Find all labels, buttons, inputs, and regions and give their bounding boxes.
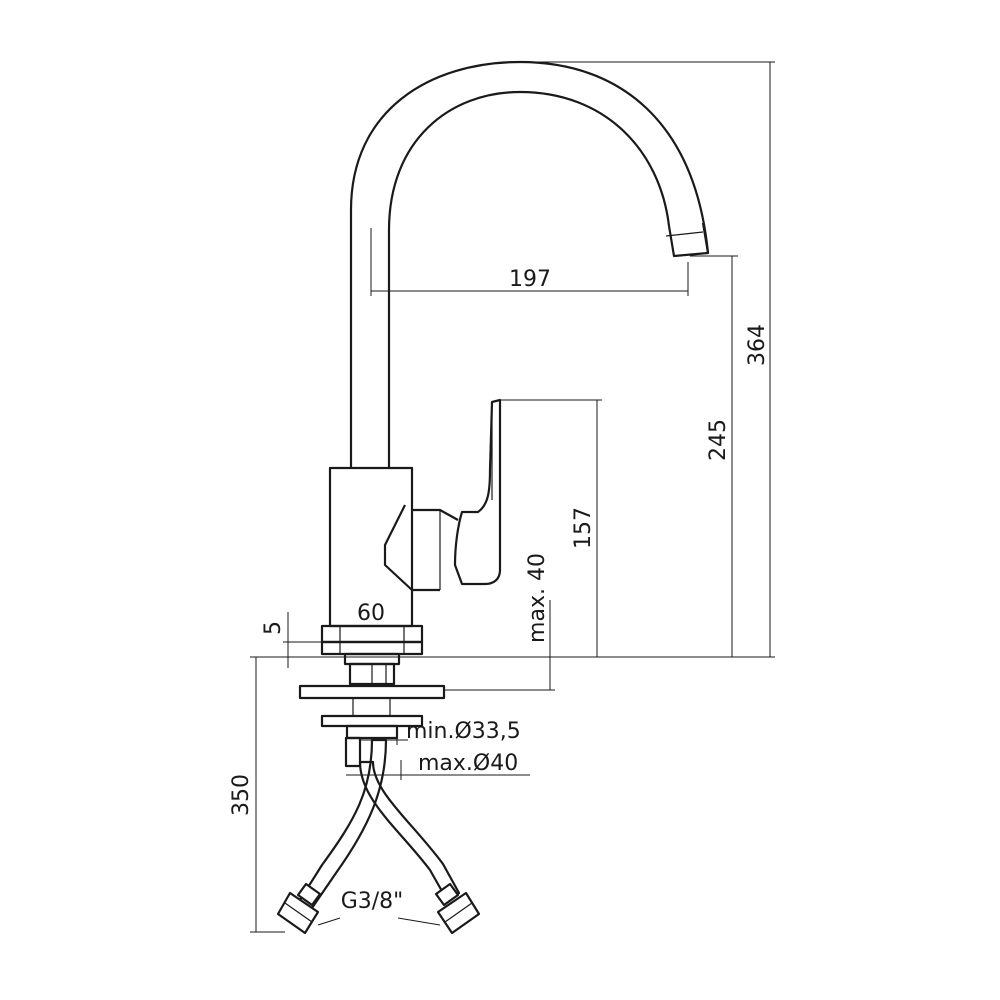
hose-length-label: 350 — [229, 774, 254, 816]
total-height-label: 364 — [745, 324, 770, 366]
dimension-labels: 197 364 245 157 max. 40 5 60 min.Ø33,5 m… — [229, 267, 770, 914]
base-flange — [320, 624, 424, 656]
outlet-height-label: 245 — [706, 419, 731, 461]
flexible-hoses — [276, 738, 481, 935]
spout-reach-label: 197 — [509, 267, 551, 292]
max-thickness-label: max. 40 — [525, 553, 550, 643]
lever-height-label: 157 — [571, 507, 596, 549]
flange-thickness-label: 5 — [261, 621, 286, 635]
spout — [349, 60, 710, 468]
mounting-hardware — [298, 652, 446, 768]
mixer-body — [328, 466, 459, 628]
body-width-label: 60 — [357, 601, 385, 626]
lever-handle — [439, 398, 502, 590]
hole-max-label: max.Ø40 — [418, 751, 518, 776]
hole-min-label: min.Ø33,5 — [406, 719, 521, 744]
dimension-lines — [250, 61, 775, 933]
connection-label: G3/8" — [341, 889, 404, 914]
